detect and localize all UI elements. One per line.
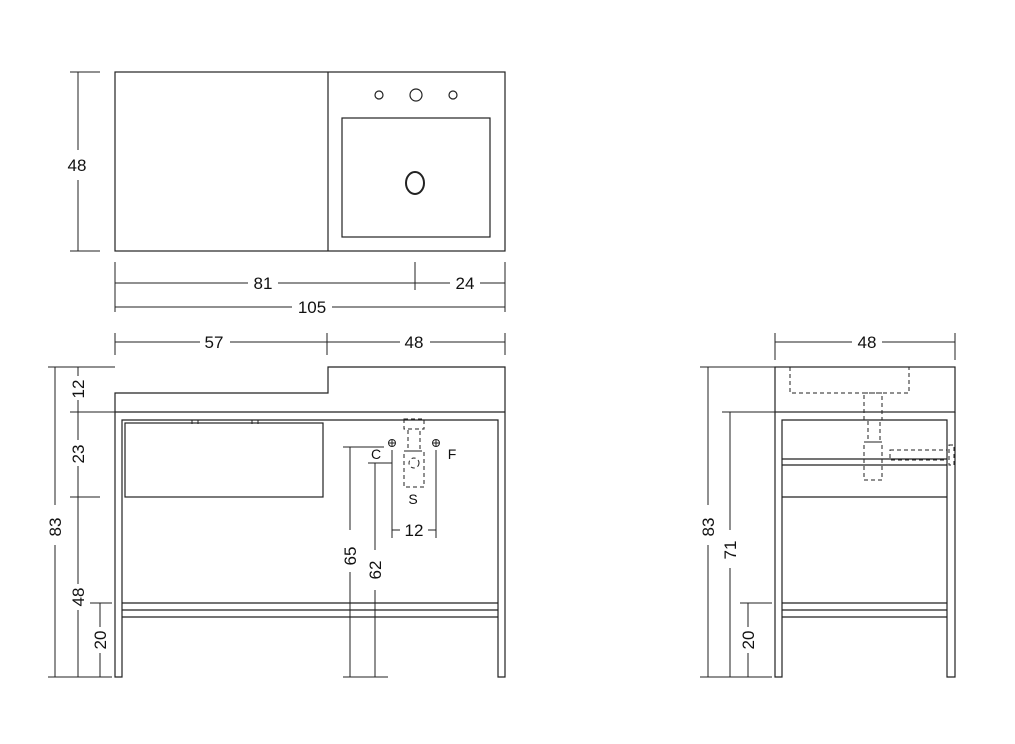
dim-side-83: 83 [699, 518, 718, 537]
drain [405, 171, 425, 195]
side-worktop [774, 366, 956, 413]
siphon [403, 450, 425, 488]
dim-12-top: 12 [69, 380, 88, 399]
dim-side-20: 20 [739, 631, 758, 650]
sink-basin [341, 117, 491, 238]
tap-hole [374, 90, 384, 100]
dim-side-71: 71 [721, 541, 740, 560]
side-view: 48 83 71 20 [699, 333, 956, 678]
dim-105: 105 [298, 298, 326, 317]
dim-depth: 48 [68, 156, 87, 175]
dim-48: 48 [405, 333, 424, 352]
side-siphon [863, 441, 883, 481]
dim-side-48: 48 [858, 333, 877, 352]
dim-57: 57 [205, 333, 224, 352]
top-view: 48 81 24 105 [68, 71, 506, 317]
dim-24: 24 [456, 274, 475, 293]
front-view: 57 48 C F S 12 65 62 83 12 23 48 [46, 333, 506, 678]
worktop [114, 366, 506, 412]
countertop-outline [114, 71, 506, 252]
dim-83: 83 [46, 518, 65, 537]
label-s: S [408, 491, 417, 507]
label-c: C [371, 446, 381, 462]
tap-hole [409, 88, 423, 102]
dim-65: 65 [341, 547, 360, 566]
label-f: F [448, 446, 457, 462]
drawer [124, 422, 324, 498]
frame [114, 412, 506, 678]
tap-hole [448, 90, 458, 100]
dim-81: 81 [254, 274, 273, 293]
dim-48-mid: 48 [69, 588, 88, 607]
dim-20: 20 [91, 631, 110, 650]
dim-62: 62 [366, 561, 385, 580]
dim-23: 23 [69, 445, 88, 464]
dim-12-spacing: 12 [405, 521, 424, 540]
